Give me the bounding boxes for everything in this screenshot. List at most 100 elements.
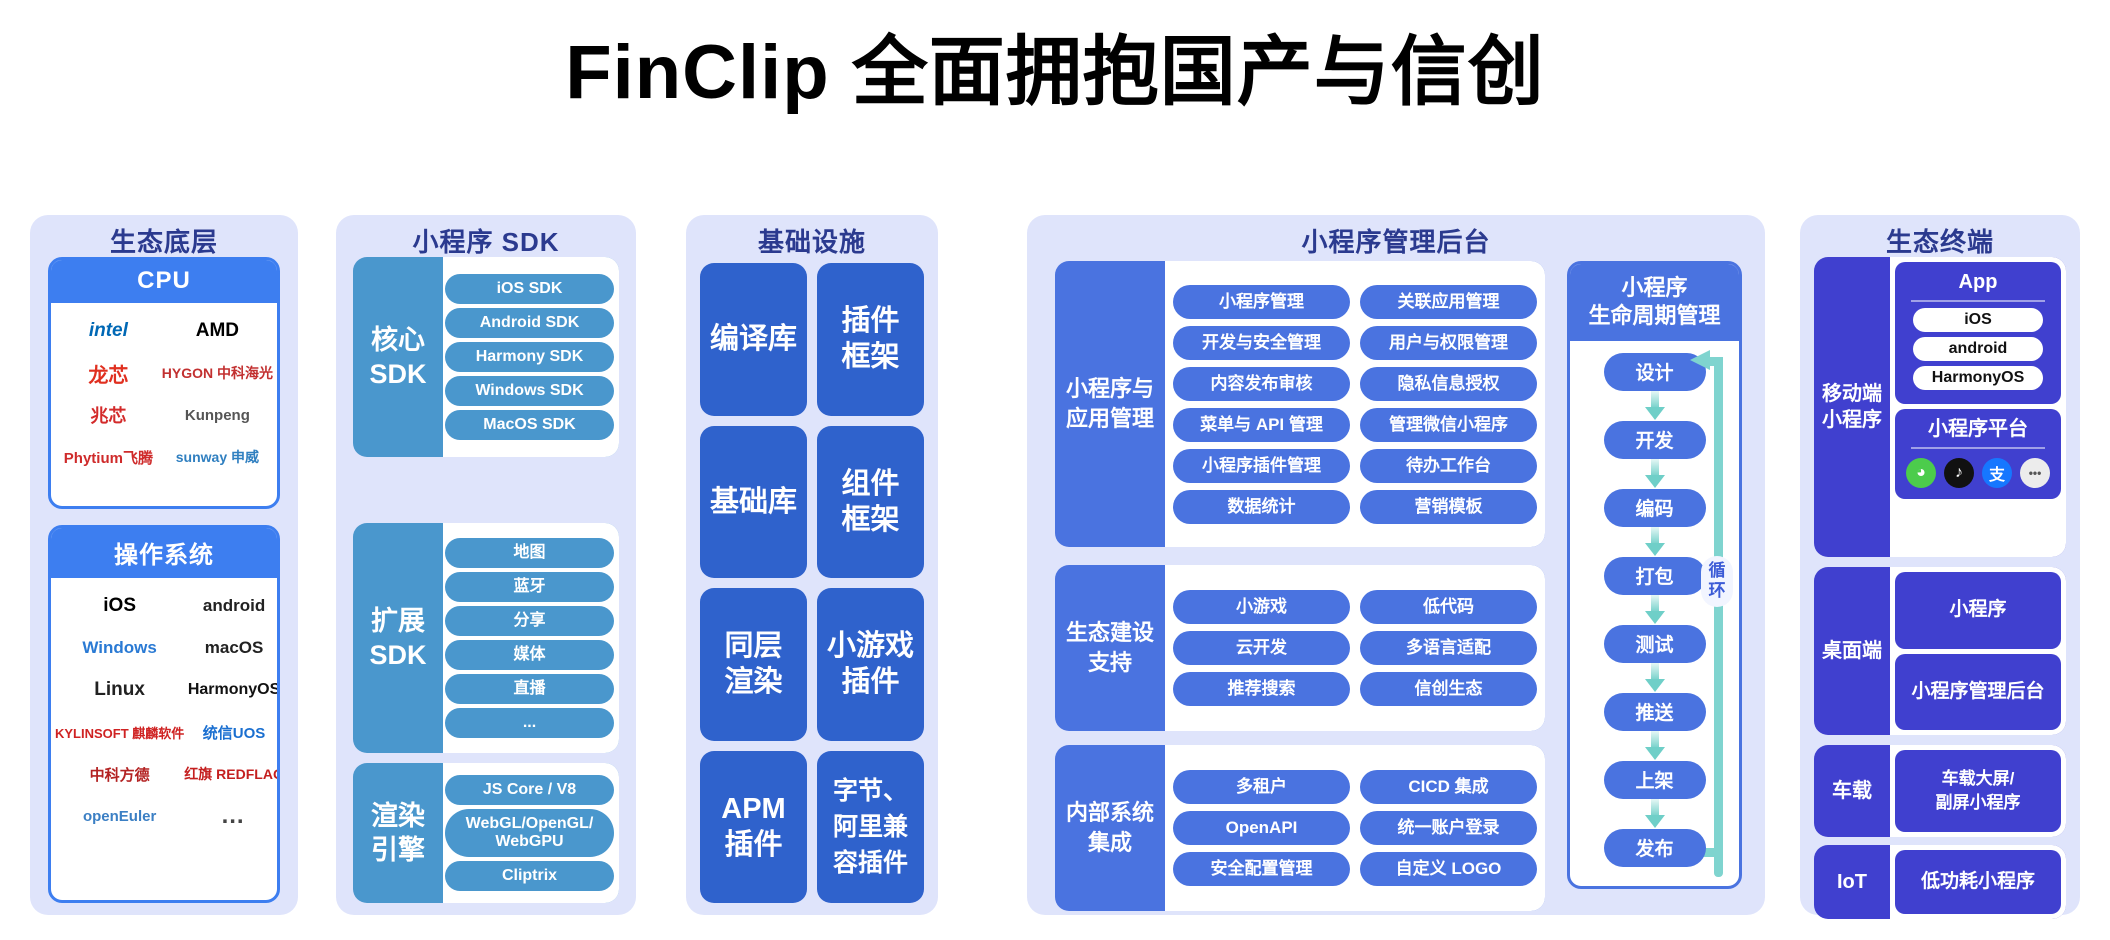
sdk-item[interactable]: MacOS SDK xyxy=(445,410,614,440)
lifecycle-step[interactable]: 打包 xyxy=(1603,557,1706,595)
infra-cell[interactable]: 小游戏插件 xyxy=(817,588,924,741)
infra-cell[interactable]: 插件框架 xyxy=(817,263,924,416)
terminal-group-label: 移动端小程序 xyxy=(1822,383,1882,431)
lifecycle-header: 小程序生命周期管理 xyxy=(1570,264,1739,341)
admin-item[interactable]: 安全配置管理 xyxy=(1173,852,1350,886)
admin-item[interactable]: 多租户 xyxy=(1173,770,1350,804)
admin-item[interactable]: 营销模板 xyxy=(1360,489,1537,524)
admin-item[interactable]: 云开发 xyxy=(1173,631,1350,665)
platform-pill-android[interactable]: android xyxy=(1913,337,2043,361)
logo-windows-icon: Windows xyxy=(82,638,157,657)
logo-红旗-icon: 红旗 REDFLAG xyxy=(184,766,280,782)
admin-item[interactable]: 数据统计 xyxy=(1173,489,1350,524)
admin-item[interactable]: 待办工作台 xyxy=(1360,448,1537,483)
loop-vertical-line xyxy=(1714,357,1723,877)
lifecycle-card: 小程序生命周期管理 循环 设计开发编码打包测试推送上架发布 xyxy=(1567,261,1742,889)
lifecycle-step[interactable]: 设计 xyxy=(1603,353,1706,391)
admin-item[interactable]: OpenAPI xyxy=(1173,811,1350,845)
sdk-group-items: JS Core / V8 WebGL/OpenGL/WebGPU Cliptrix xyxy=(443,763,619,903)
loop-badge: 循环 xyxy=(1701,556,1733,607)
admin-item[interactable]: 小程序插件管理 xyxy=(1173,448,1350,483)
admin-item[interactable]: 隐私信息授权 xyxy=(1360,366,1537,401)
admin-item[interactable]: 自定义 LOGO xyxy=(1360,852,1537,886)
panel-title-infra: 基础设施 xyxy=(757,227,866,257)
lifecycle-step[interactable]: 上架 xyxy=(1603,761,1706,799)
logo-sunway-icon: sunway 申威 xyxy=(175,449,259,465)
admin-group-label: 内部系统集成 xyxy=(1065,800,1154,855)
more-icon[interactable]: ••• xyxy=(2020,458,2050,488)
sdk-item[interactable]: 蓝牙 xyxy=(445,572,614,602)
lifecycle-step[interactable]: 编码 xyxy=(1603,489,1706,527)
alipay-icon[interactable]: 支 xyxy=(1982,458,2012,488)
arrow-down-icon xyxy=(1644,595,1666,625)
infra-cell[interactable]: 同层渲染 xyxy=(700,588,807,741)
admin-item[interactable]: 信创生态 xyxy=(1360,672,1537,706)
infra-cell[interactable]: 编译库 xyxy=(700,263,807,416)
admin-group-1: 生态建设支持小游戏低代码云开发多语言适配推荐搜索信创生态 xyxy=(1055,565,1545,731)
arrow-down-icon xyxy=(1644,459,1666,489)
sdk-item[interactable]: 媒体 xyxy=(445,640,614,670)
sdk-item[interactable]: 地图 xyxy=(445,538,614,568)
admin-item[interactable]: 低代码 xyxy=(1360,590,1537,624)
admin-item[interactable]: 管理微信小程序 xyxy=(1360,407,1537,442)
loop-arrow-icon xyxy=(1686,347,1712,378)
admin-item[interactable]: 推荐搜索 xyxy=(1173,672,1350,706)
terminal-item[interactable]: 低功耗小程序 xyxy=(1895,850,2061,914)
sdk-item[interactable]: ... xyxy=(445,708,614,738)
panel-title-sdk: 小程序 SDK xyxy=(412,227,560,257)
lifecycle-step[interactable]: 推送 xyxy=(1603,693,1706,731)
sdk-item[interactable]: Harmony SDK xyxy=(445,342,614,372)
lifecycle-step[interactable]: 开发 xyxy=(1603,421,1706,459)
terminal-item[interactable]: 车载大屏/副屏小程序 xyxy=(1895,750,2061,832)
panel-title-eco-base: 生态底层 xyxy=(109,227,218,257)
sdk-item[interactable]: Android SDK xyxy=(445,308,614,338)
terminal-group-1: 桌面端小程序小程序管理后台 xyxy=(1814,567,2066,735)
sdk-item[interactable]: WebGL/OpenGL/WebGPU xyxy=(445,809,614,857)
platform-pill-ios[interactable]: iOS xyxy=(1913,308,2043,332)
admin-item[interactable]: 统一账户登录 xyxy=(1360,811,1537,845)
sdk-group-label: 渲染引擎 xyxy=(371,801,425,865)
terminal-item[interactable]: 小程序管理后台 xyxy=(1895,653,2061,730)
douyin-icon[interactable]: ♪ xyxy=(1944,458,1974,488)
admin-item[interactable]: 内容发布审核 xyxy=(1173,366,1350,401)
sdk-item[interactable]: Cliptrix xyxy=(445,861,614,891)
infra-cell[interactable]: 基础库 xyxy=(700,425,807,578)
infra-cell[interactable]: 组件框架 xyxy=(817,425,924,578)
lifecycle-step[interactable]: 测试 xyxy=(1603,625,1706,663)
wechat-icon[interactable]: ◕ xyxy=(1906,458,1936,488)
admin-group-label: 生态建设支持 xyxy=(1065,620,1154,675)
lifecycle-step[interactable]: 发布 xyxy=(1603,829,1706,867)
sdk-item[interactable]: Windows SDK xyxy=(445,376,614,406)
admin-item[interactable]: 多语言适配 xyxy=(1360,631,1537,665)
sdk-item[interactable]: JS Core / V8 xyxy=(445,775,614,805)
admin-item[interactable]: 菜单与 API 管理 xyxy=(1173,407,1350,442)
page-title: FinClip 全面拥抱国产与信创 xyxy=(565,30,1545,115)
admin-item[interactable]: 开发与安全管理 xyxy=(1173,325,1350,360)
platform-pill-harmonyos[interactable]: HarmonyOS xyxy=(1913,366,2043,390)
logo-phytium飞腾-icon: Phytium飞腾 xyxy=(63,449,153,467)
admin-item[interactable]: 关联应用管理 xyxy=(1360,284,1537,319)
sdk-item[interactable]: iOS SDK xyxy=(445,274,614,304)
admin-item[interactable]: CICD 集成 xyxy=(1360,770,1537,804)
terminal-group-3: IoT 低功耗小程序 xyxy=(1814,845,2066,919)
infra-cell[interactable]: 字节、阿里兼容插件 xyxy=(817,750,924,903)
admin-item[interactable]: 小游戏 xyxy=(1173,590,1350,624)
admin-item[interactable]: 小程序管理 xyxy=(1173,284,1350,319)
sdk-item[interactable]: 直播 xyxy=(445,674,614,704)
sdk-item[interactable]: 分享 xyxy=(445,606,614,636)
terminal-item[interactable]: 小程序 xyxy=(1895,572,2061,649)
divider xyxy=(1911,447,2045,449)
admin-item[interactable]: 用户与权限管理 xyxy=(1360,325,1537,360)
terminal-group-label: IoT xyxy=(1837,871,1867,893)
logo-macos-icon: macOS xyxy=(204,638,264,657)
